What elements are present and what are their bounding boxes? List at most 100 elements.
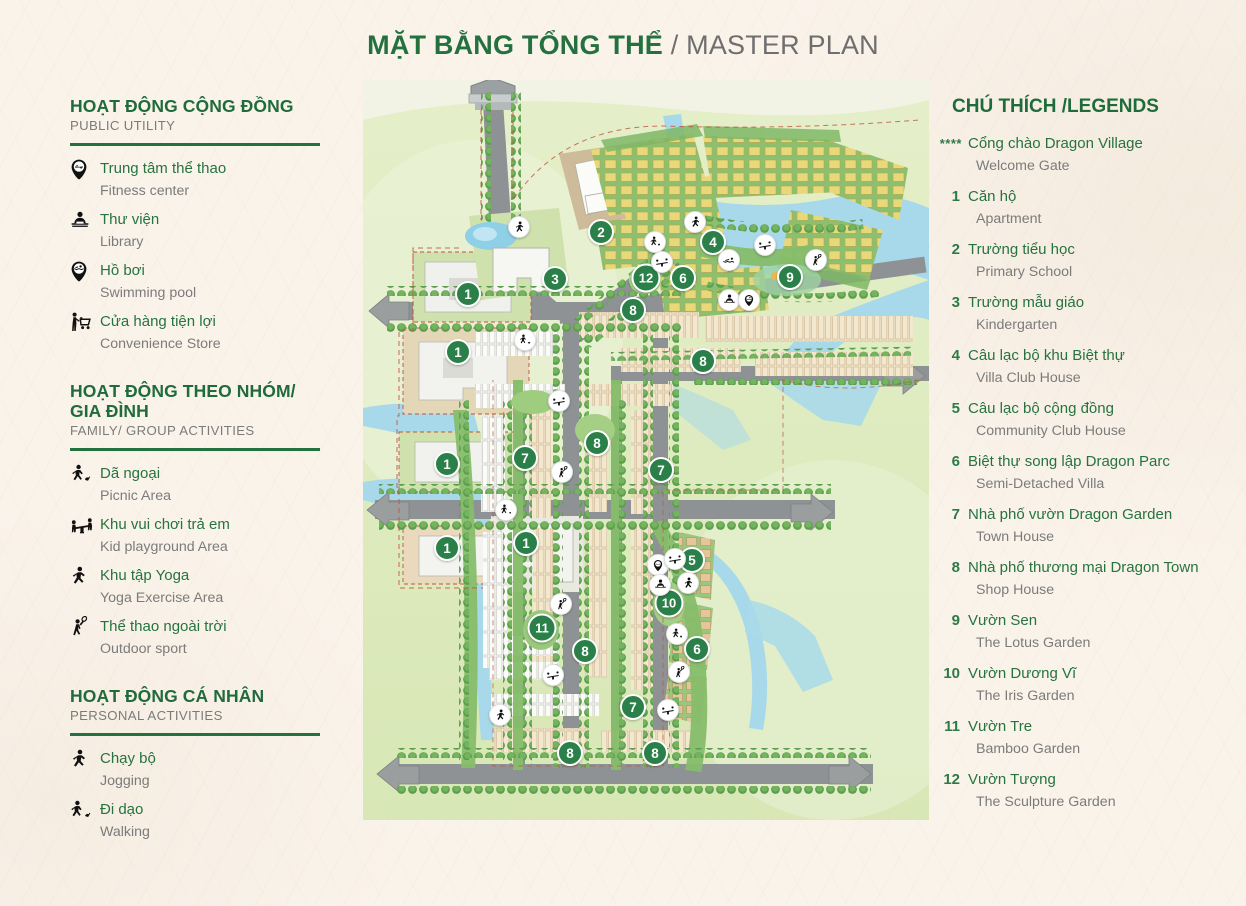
map-activity-playground[interactable] xyxy=(754,234,776,256)
jogging-icon xyxy=(489,704,511,726)
activity-item-outdoor-sport[interactable]: Thể thao ngoài trời xyxy=(70,616,320,638)
master-plan-map[interactable]: 1 1 1 1 1 2 3 4 5 6 6 7 7 7 8 8 8 8 8 8 … xyxy=(363,80,929,820)
legend-item-town-house[interactable]: 7 Nhà phố vườn Dragon Garden xyxy=(930,503,1230,526)
legend-number: 1 xyxy=(951,188,960,205)
map-activity-jogging[interactable] xyxy=(508,216,530,238)
legend-item-semi-detached-villa[interactable]: 6 Biệt thự song lập Dragon Parc xyxy=(930,450,1230,473)
map-activity-playground[interactable] xyxy=(651,251,673,273)
library-icon xyxy=(718,289,740,311)
map-activity-playground[interactable] xyxy=(657,699,679,721)
map-activity-jogging[interactable] xyxy=(684,211,706,233)
legend-item-lotus-garden[interactable]: 9 Vườn Sen xyxy=(930,609,1230,632)
legend-item-villa-club-house[interactable]: 4 Câu lạc bộ khu Biệt thự xyxy=(930,344,1230,367)
legend-number: 7 xyxy=(951,506,960,523)
legend-number: 6 xyxy=(951,453,960,470)
legend-label-en: Apartment xyxy=(976,211,1042,227)
map-marker-8[interactable]: 8 xyxy=(620,297,646,323)
legend-item-apartment[interactable]: 1 Căn hộ xyxy=(930,185,1230,208)
walking-icon xyxy=(70,799,100,821)
map-marker-8[interactable]: 8 xyxy=(584,430,610,456)
activity-label-vn: Hồ bơi xyxy=(100,261,145,279)
map-marker-8[interactable]: 8 xyxy=(690,348,716,374)
map-marker-11[interactable]: 11 xyxy=(527,613,557,643)
legend-panel: CHÚ THÍCH /LEGENDS **** Cổng chào Dragon… xyxy=(930,96,1230,821)
map-marker-3[interactable]: 3 xyxy=(542,266,568,292)
map-activity-picnic[interactable] xyxy=(666,623,688,645)
map-activity-playground[interactable] xyxy=(548,390,570,412)
section-family-group-activities: HOẠT ĐỘNG THEO NHÓM/ GIA ĐÌNH FAMILY/ GR… xyxy=(70,381,320,660)
library-icon xyxy=(70,209,100,231)
map-activity-outdoor-sport[interactable] xyxy=(668,661,690,683)
map-activity-outdoor-sport[interactable] xyxy=(550,593,572,615)
map-marker-8[interactable]: 8 xyxy=(557,740,583,766)
map-marker-7[interactable]: 7 xyxy=(512,445,538,471)
activity-item-picnic-area[interactable]: Dã ngoại xyxy=(70,463,320,485)
map-activity-library[interactable] xyxy=(649,574,671,596)
activity-label-vn: Dã ngoại xyxy=(100,464,161,482)
map-marker-10[interactable]: 10 xyxy=(654,588,684,618)
page-title-vn: MẶT BẰNG TỔNG THỂ xyxy=(367,30,664,60)
legend-label-en: Semi-Detached Villa xyxy=(976,476,1105,492)
map-activity-library[interactable] xyxy=(718,289,740,311)
activity-item-convenience-store[interactable]: Cửa hàng tiện lợi xyxy=(70,311,320,333)
map-marker-2[interactable]: 2 xyxy=(588,219,614,245)
legend-title: CHÚ THÍCH /LEGENDS xyxy=(952,96,1159,117)
legend-item-iris-garden[interactable]: 10 Vườn Dương Vĩ xyxy=(930,662,1230,685)
legend-number: 11 xyxy=(944,718,960,735)
legend-item-shop-house[interactable]: 8 Nhà phố thương mại Dragon Town xyxy=(930,556,1230,579)
map-marker-1[interactable]: 1 xyxy=(445,339,471,365)
map-marker-8[interactable]: 8 xyxy=(642,740,668,766)
map-activity-walking[interactable] xyxy=(514,329,536,351)
legend-item-welcome-gate[interactable]: **** Cổng chào Dragon Village xyxy=(930,132,1230,155)
map-activity-outdoor-sport[interactable] xyxy=(551,461,573,483)
playground-icon xyxy=(70,514,100,536)
activity-item-fitness-center[interactable]: Trung tâm thể thao xyxy=(70,158,320,180)
activity-item-jogging[interactable]: Chạy bộ xyxy=(70,748,320,770)
map-activity-playground[interactable] xyxy=(664,548,686,570)
map-marker-12[interactable]: 12 xyxy=(631,263,661,293)
legend-number: 3 xyxy=(951,294,960,311)
section-heading-vn: HOẠT ĐỘNG THEO NHÓM/ GIA ĐÌNH xyxy=(70,380,296,422)
activity-item-kid-playground[interactable]: Khu vui chơi trả em xyxy=(70,514,320,536)
map-marker-6[interactable]: 6 xyxy=(670,265,696,291)
activity-item-swimming-pool[interactable]: Hồ bơi xyxy=(70,260,320,282)
map-marker-6[interactable]: 6 xyxy=(684,636,710,662)
legend-item-bamboo-garden[interactable]: 11 Vườn Tre xyxy=(930,715,1230,738)
map-marker-1[interactable]: 1 xyxy=(455,281,481,307)
section-heading-en: PUBLIC UTILITY xyxy=(70,117,176,133)
activity-item-yoga-area[interactable]: Khu tập Yoga xyxy=(70,565,320,587)
activity-item-walking[interactable]: Đi dạo xyxy=(70,799,320,821)
map-marker-1[interactable]: 1 xyxy=(434,535,460,561)
yoga-icon xyxy=(677,572,699,594)
pin-swimming-icon xyxy=(70,260,100,282)
map-activity-outdoor-sport[interactable] xyxy=(805,249,827,271)
activity-item-library[interactable]: Thư viện xyxy=(70,209,320,231)
map-activity-pin-swim[interactable] xyxy=(738,289,760,311)
legend-item-sculpture-garden[interactable]: 12 Vườn Tượng xyxy=(930,768,1230,791)
map-marker-9[interactable]: 9 xyxy=(777,264,803,290)
map-marker-7[interactable]: 7 xyxy=(620,694,646,720)
map-activity-yoga[interactable] xyxy=(677,572,699,594)
activity-label-en: Walking xyxy=(100,823,150,840)
activity-label-vn: Trung tâm thể thao xyxy=(100,159,227,177)
section-public-utility: HOẠT ĐỘNG CỘNG ĐỒNG PUBLIC UTILITY Trung… xyxy=(70,96,320,355)
map-marker-1[interactable]: 1 xyxy=(434,451,460,477)
legend-label-vn: Câu lạc bộ cộng đồng xyxy=(968,400,1114,417)
map-activity-jogging[interactable] xyxy=(489,704,511,726)
section-heading-en: FAMILY/ GROUP ACTIVITIES xyxy=(70,422,255,438)
map-activity-fitness[interactable] xyxy=(647,554,669,576)
map-activity-swimming[interactable] xyxy=(718,249,740,271)
map-activity-playground[interactable] xyxy=(542,664,564,686)
legend-item-community-club-house[interactable]: 5 Câu lạc bộ cộng đồng xyxy=(930,397,1230,420)
map-marker-7[interactable]: 7 xyxy=(648,457,674,483)
map-activity-walking[interactable] xyxy=(495,499,517,521)
map-marker-1[interactable]: 1 xyxy=(513,530,539,556)
jogging-icon xyxy=(70,748,100,770)
legend-label-vn: Trường tiểu học xyxy=(968,241,1075,258)
map-activity-picnic[interactable] xyxy=(644,231,666,253)
legend-item-primary-school[interactable]: 2 Trường tiểu học xyxy=(930,238,1230,261)
legend-number: 2 xyxy=(951,241,960,258)
legend-item-kindergarten[interactable]: 3 Trường mẫu giáo xyxy=(930,291,1230,314)
map-marker-8[interactable]: 8 xyxy=(572,638,598,664)
legend-label-en: The Lotus Garden xyxy=(976,635,1091,651)
